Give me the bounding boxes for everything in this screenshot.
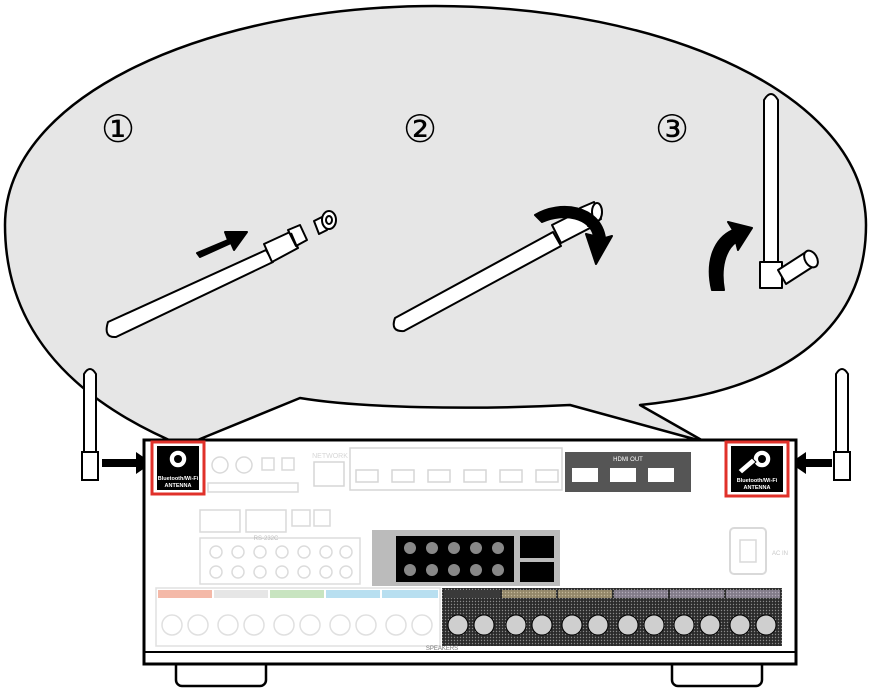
step-1-antenna-illustration	[105, 210, 337, 339]
right-antenna	[833, 368, 851, 481]
step-number-2: ②	[403, 109, 437, 151]
left-arrow-icon	[102, 452, 152, 474]
analog-audio-inputs	[199, 537, 361, 585]
ac-in-label: AC IN	[772, 551, 788, 557]
network-label: NETWORK	[312, 453, 348, 460]
hdmi-out-label: HDMI OUT	[613, 457, 643, 463]
control-ports	[199, 509, 331, 533]
left-antenna-connector[interactable]: Bluetooth/Wi-Fi ANTENNA	[150, 440, 206, 496]
step-3-antenna-illustration	[708, 93, 819, 291]
left-antenna-label-line2: ANTENNA	[165, 483, 192, 489]
pre-out-block	[372, 530, 560, 586]
ac-inlet: AC IN	[729, 527, 788, 575]
step-3-number: ③	[655, 109, 689, 151]
step-2-number: ②	[403, 109, 437, 151]
step-number-1: ①	[101, 109, 135, 151]
speaker-group-labels	[158, 590, 438, 598]
network-port: NETWORK	[312, 453, 348, 487]
right-arrow-icon	[790, 452, 832, 474]
step-number-3: ③	[655, 109, 689, 151]
speaker-terminals-dark	[442, 588, 782, 646]
left-antenna-label-line1: Bluetooth/Wi-Fi	[158, 476, 199, 482]
left-antenna	[81, 368, 99, 481]
speaker-terminals-ghost	[155, 587, 441, 647]
rs232c-label: RS-232C	[254, 536, 279, 542]
callout-bubble	[3, 4, 868, 448]
digital-audio-inputs	[207, 456, 299, 493]
right-antenna-label-line2: ANTENNA	[744, 485, 771, 491]
receiver-rear-panel: NETWORK HDMI OUT Bluetooth/Wi-Fi ANTENNA	[142, 438, 798, 688]
right-antenna-label-line1: Bluetooth/Wi-Fi	[737, 478, 778, 484]
speakers-label: SPEAKERS	[426, 646, 458, 652]
step-2-antenna-illustration	[392, 201, 613, 333]
hdmi-inputs	[349, 447, 563, 491]
right-antenna-connector[interactable]: Bluetooth/Wi-Fi ANTENNA	[724, 440, 790, 498]
hdmi-outputs: HDMI OUT	[565, 452, 691, 492]
step-1-number: ①	[101, 109, 135, 151]
